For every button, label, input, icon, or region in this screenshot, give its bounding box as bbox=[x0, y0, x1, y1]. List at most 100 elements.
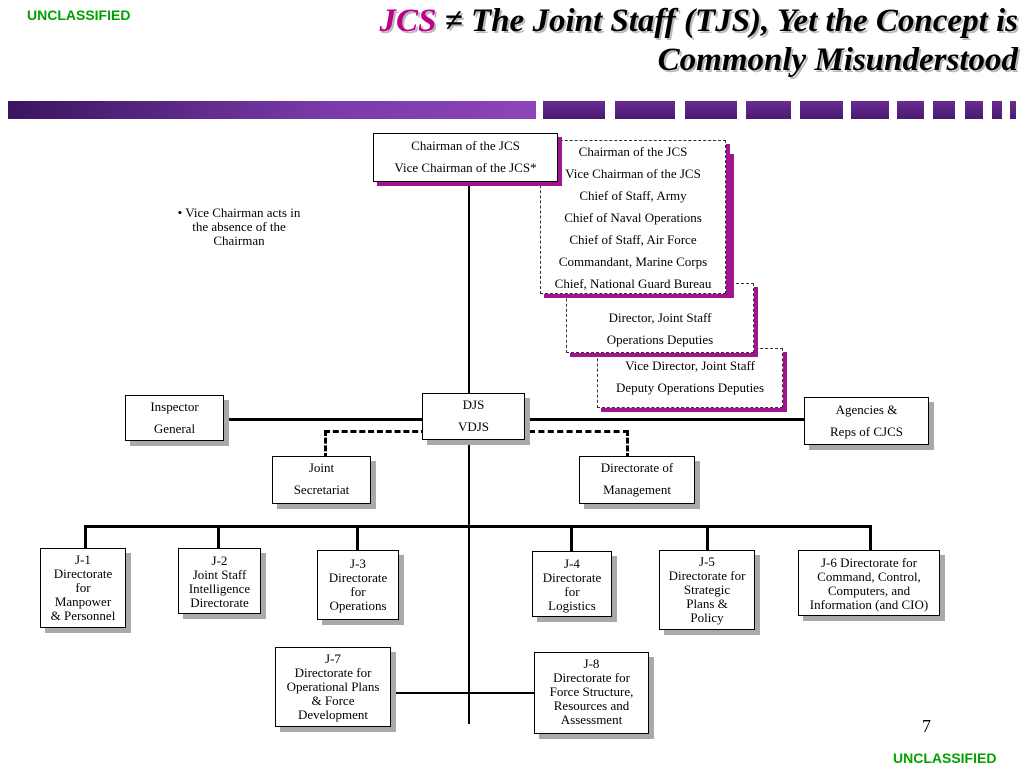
connector-j3 bbox=[356, 525, 359, 551]
j6-line: J-6 Directorate for bbox=[820, 555, 917, 570]
title-bar-segment bbox=[746, 101, 791, 119]
j8-line: Force Structure, bbox=[549, 684, 634, 699]
j5-line: Directorate for bbox=[668, 568, 746, 583]
joint-secretariat-box: Joint Secretariat bbox=[272, 456, 371, 504]
j8-line: Directorate for bbox=[553, 670, 630, 685]
j3-line: J-3 bbox=[350, 556, 366, 571]
connector-horizontal-j bbox=[84, 525, 872, 528]
joint-line: Joint bbox=[308, 460, 335, 475]
vice-chairman-note: • Vice Chairman acts in the absence of t… bbox=[177, 205, 301, 248]
directorate-of-line: Directorate of bbox=[600, 460, 674, 475]
jcs-member: Commandant, Marine Corps bbox=[558, 254, 708, 269]
agencies-line: Agencies & bbox=[835, 402, 898, 417]
connector-j6 bbox=[869, 525, 872, 551]
vice-director-box: Vice Director, Joint Staff Deputy Operat… bbox=[597, 348, 783, 408]
j2-line: Intelligence bbox=[188, 581, 251, 596]
j7-line: Operational Plans bbox=[286, 679, 380, 694]
j4-line: for bbox=[564, 584, 580, 599]
director-box: Director, Joint Staff Operations Deputie… bbox=[566, 283, 754, 353]
j8-line: J-8 bbox=[583, 656, 600, 671]
vice-chairman-line: Vice Chairman of the JCS* bbox=[394, 160, 537, 175]
jcs-member: Chairman of the JCS bbox=[578, 144, 688, 159]
chairman-box: Chairman of the JCS Vice Chairman of the… bbox=[373, 133, 558, 182]
inspector-general-box: Inspector General bbox=[125, 395, 224, 441]
j8-line: Assessment bbox=[560, 712, 623, 727]
title-bar-segment bbox=[543, 101, 605, 119]
inspector-line: Inspector bbox=[150, 399, 199, 414]
title-bar-segment bbox=[615, 101, 675, 119]
deputy-ops-deputies-line: Deputy Operations Deputies bbox=[615, 380, 765, 395]
ops-deputies-line: Operations Deputies bbox=[606, 332, 714, 347]
j2-line: Joint Staff bbox=[192, 567, 247, 582]
connector-j4 bbox=[570, 525, 573, 552]
j1-line: Manpower bbox=[54, 594, 112, 609]
connector-j5 bbox=[706, 525, 709, 551]
j4-line: Logistics bbox=[548, 598, 596, 613]
jcs-member: Vice Chairman of the JCS bbox=[565, 166, 701, 181]
j6-line: Computers, and bbox=[827, 583, 911, 598]
j7-box: J-7 Directorate for Operational Plans & … bbox=[275, 647, 391, 727]
j3-line: for bbox=[350, 584, 366, 599]
title-bar-main bbox=[8, 101, 536, 119]
director-line: Director, Joint Staff bbox=[608, 310, 712, 325]
connector-j8 bbox=[469, 692, 534, 694]
j2-line: Directorate bbox=[190, 595, 249, 610]
title-bar-segment bbox=[800, 101, 843, 119]
page-number: 7 bbox=[922, 716, 931, 736]
jcs-members-box: Chairman of the JCS Vice Chairman of the… bbox=[540, 140, 726, 294]
agencies-box: Agencies & Reps of CJCS bbox=[804, 397, 929, 445]
dashed-connector-secretariat bbox=[324, 430, 427, 459]
title-bar-segment bbox=[992, 101, 1002, 119]
j1-line: Directorate bbox=[53, 566, 113, 581]
title-line1: ≠ The Joint Staff (TJS), Yet the Concept… bbox=[436, 3, 1018, 39]
j6-line: Command, Control, bbox=[817, 569, 921, 584]
title-bar-segment bbox=[933, 101, 955, 119]
management-line: Management bbox=[603, 482, 671, 497]
j6-box: J-6 Directorate for Command, Control, Co… bbox=[798, 550, 940, 616]
j2-box: J-2 Joint Staff Intelligence Directorate bbox=[178, 548, 261, 614]
connector-j2 bbox=[217, 525, 220, 549]
general-line: General bbox=[153, 421, 196, 436]
j2-line: J-2 bbox=[211, 553, 228, 568]
title-line2: Commonly Misunderstood bbox=[657, 42, 1018, 78]
j1-line: J-1 bbox=[75, 552, 91, 567]
jcs-member: Chief of Naval Operations bbox=[564, 210, 702, 225]
j1-line: & Personnel bbox=[50, 608, 116, 623]
j7-line: Directorate for bbox=[294, 665, 372, 680]
jcs-member: Chief of Staff, Air Force bbox=[569, 232, 697, 247]
j7-line: Development bbox=[297, 707, 369, 722]
j3-box: J-3 Directorate for Operations bbox=[317, 550, 399, 620]
djs-line: DJS bbox=[462, 397, 485, 412]
j7-line: J-7 bbox=[325, 651, 341, 666]
classification-bottom: UNCLASSIFIED bbox=[893, 750, 997, 766]
j4-line: Directorate bbox=[542, 570, 602, 585]
j3-line: Directorate bbox=[328, 570, 388, 585]
j7-line: & Force bbox=[311, 693, 355, 708]
jcs-member: Chief of Staff, Army bbox=[579, 188, 687, 203]
connector-j1 bbox=[84, 525, 87, 549]
dashed-connector-management bbox=[529, 430, 629, 459]
j5-line: Plans & bbox=[686, 596, 728, 611]
j3-line: Operations bbox=[329, 598, 387, 613]
connector-main-lower bbox=[468, 527, 470, 724]
slide-title: JCS ≠ The Joint Staff (TJS), Yet the Con… bbox=[198, 2, 1018, 80]
j1-line: for bbox=[75, 580, 91, 595]
title-bar-segment bbox=[1010, 101, 1016, 119]
connector-j7 bbox=[391, 692, 469, 694]
chairman-line: Chairman of the JCS bbox=[411, 138, 520, 153]
title-bar-segment bbox=[851, 101, 889, 119]
j4-line: J-4 bbox=[564, 556, 580, 571]
title-bar-segment bbox=[685, 101, 737, 119]
jcs-member: Chief, National Guard Bureau bbox=[554, 276, 712, 291]
j4-box: J-4 Directorate for Logistics bbox=[532, 551, 612, 617]
j8-line: Resources and bbox=[553, 698, 630, 713]
djs-box: DJS VDJS bbox=[422, 393, 525, 440]
reps-line: Reps of CJCS bbox=[830, 424, 903, 439]
vdjs-line: VDJS bbox=[457, 419, 490, 434]
j5-line: J-5 bbox=[699, 554, 715, 569]
title-bar-segment bbox=[897, 101, 924, 119]
j6-line: Information (and CIO) bbox=[809, 597, 929, 612]
classification-top: UNCLASSIFIED bbox=[27, 7, 131, 23]
secretariat-line: Secretariat bbox=[293, 482, 350, 497]
j1-box: J-1 Directorate for Manpower & Personnel bbox=[40, 548, 126, 628]
